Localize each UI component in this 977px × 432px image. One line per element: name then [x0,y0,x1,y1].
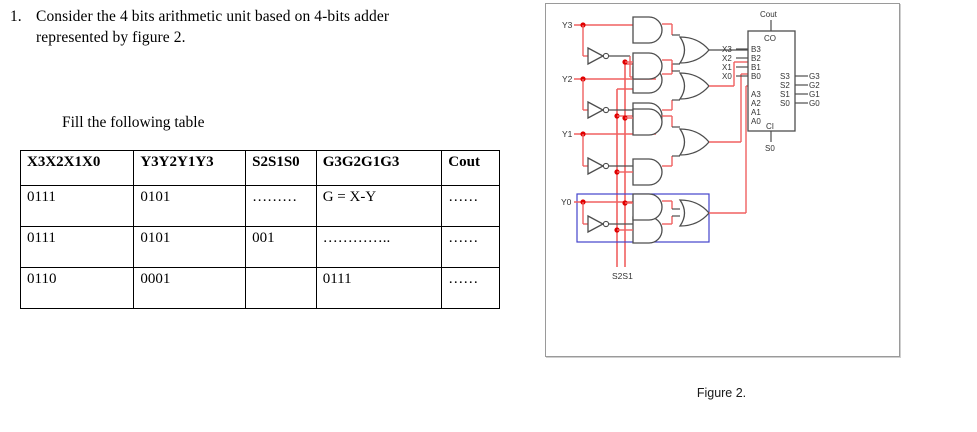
adder-pin-b3: B3 [751,45,761,54]
table-row: 0111 0101 ……… G = X-Y …… [19,185,500,227]
cell-x: 0111 [19,226,135,268]
cell-y: 0101 [133,226,247,268]
adder-pin-s3: S3 [780,72,790,81]
question-pane: 1. Consider the 4 bits arithmetic unit b… [10,6,500,309]
column-header-g: G3G2G1G3 [315,150,443,186]
cell-g: ………….. [315,226,443,268]
column-header-y: Y3Y2Y1Y3 [133,150,247,186]
cell-g: 0111 [315,267,443,309]
adder-out-g2: G2 [809,81,820,90]
adder-pin-b1: B1 [751,63,761,72]
adder-src-x1: X1 [722,63,732,72]
circuit-diagram: S2S1 Y3 Y2 [561,10,820,281]
adder-pin-a0: A0 [751,117,761,126]
column-header-cout: Cout [441,150,500,186]
cell-x: 0110 [19,267,135,309]
cell-cout: …… [441,267,500,309]
cell-s: 001 [245,226,317,268]
figure-caption: Figure 2. [696,386,747,400]
input-label-y0: Y0 [561,197,572,207]
figure-frame: S2S1 Y3 Y2 [545,3,900,357]
adder-pin-a3: A3 [751,90,761,99]
adder-out-g0: G0 [809,99,820,108]
stage-y1: Y1 [562,73,748,186]
question-text-line2: represented by figure 2. [36,29,186,46]
adder-s0-label: S0 [765,144,775,153]
adder-src-x3: X3 [722,45,732,54]
cell-x: 0111 [19,185,135,227]
column-header-s: S2S1S0 [245,150,317,186]
adder-pin-a1: A1 [751,108,761,117]
question-line-2: represented by figure 2. [10,27,480,48]
cell-cout: …… [441,185,500,227]
adder-pin-a2: A2 [751,99,761,108]
cell-s [245,267,317,309]
cell-y: 0001 [133,267,247,309]
adder-pin-b2: B2 [751,54,761,63]
select-bus-label: S2S1 [612,271,633,281]
cell-g: G = X-Y [315,185,443,227]
stage-y3: Y3 [562,16,748,94]
question-text-line1: Consider the 4 bits arithmetic unit base… [36,8,390,25]
table-header-row: X3X2X1X0 Y3Y2Y1Y3 S2S1S0 G3G2G1G3 Cout [19,150,500,186]
question-number: 1. [10,8,22,25]
cell-y: 0101 [133,185,247,227]
adder-body [747,30,796,132]
adder-pin-s2: S2 [780,81,790,90]
column-header-x: X3X2X1X0 [19,150,135,186]
adder-out-g3: G3 [809,72,820,81]
table-row: 0110 0001 0111 …… [19,267,500,309]
input-label-y3: Y3 [562,20,573,30]
adder-pin-b0: B0 [751,72,761,81]
adder-block: Cout CO X3 X2 X1 X0 B3 B2 B1 B0 A3 A2 A1… [722,10,820,153]
adder-pin-co: CO [764,34,776,43]
input-label-y2: Y2 [562,74,573,84]
table-row: 0111 0101 001 ………….. …… [19,226,500,268]
fill-in-table: X3X2X1X0 Y3Y2Y1Y3 S2S1S0 G3G2G1G3 Cout 0… [19,150,500,309]
question-line-1: 1. Consider the 4 bits arithmetic unit b… [10,6,480,27]
fill-table-instruction: Fill the following table [62,114,205,131]
input-label-y1: Y1 [562,129,573,139]
adder-cout-label: Cout [760,10,778,19]
adder-pin-s1: S1 [780,90,790,99]
cell-cout: …… [441,226,500,268]
question-block: 1. Consider the 4 bits arithmetic unit b… [10,6,480,48]
adder-out-g1: G1 [809,90,820,99]
stage-y0: Y0 [561,85,748,244]
adder-pin-ci: CI [766,122,774,131]
adder-pin-s0: S0 [780,99,790,108]
cell-s: ……… [245,185,317,227]
adder-src-x2: X2 [722,54,732,63]
adder-src-x0: X0 [722,72,732,81]
